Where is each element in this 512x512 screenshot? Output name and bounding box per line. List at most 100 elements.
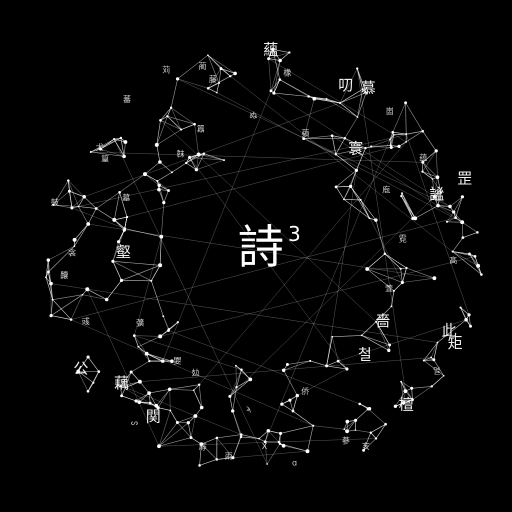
network-edge [162,90,272,362]
network-edge [180,123,195,130]
network-edge [124,217,128,229]
network-edge [160,120,377,322]
network-nodes [45,47,483,467]
network-node [330,134,334,138]
network-edge [337,360,348,370]
network-node [384,422,387,426]
network-node [167,189,170,192]
network-edge [148,392,157,406]
network-edge [113,138,268,465]
network-edge [422,162,433,180]
network-edge [177,415,196,423]
network-label: 矩 [448,334,463,352]
network-edge [435,150,438,178]
network-node [397,144,401,148]
network-edge [461,222,464,238]
network-edge [430,342,438,358]
network-edge [163,190,169,203]
network-node [162,315,165,318]
network-edge [292,410,314,426]
network-node [144,351,149,356]
network-edge [452,237,464,252]
network-node [338,101,342,105]
network-edge [292,395,298,412]
network-edge [393,133,407,136]
network-edge [346,420,356,432]
network-edge [460,307,467,320]
network-node [235,386,238,389]
network-edge [163,316,169,331]
network-edge [114,192,120,220]
network-node [278,58,282,63]
network-edge [375,424,386,439]
network-node [432,194,437,199]
network-edge [468,314,471,327]
network-label: 韎 [177,148,185,158]
network-edge [158,437,192,447]
network-node [169,409,172,412]
network-edge [405,102,407,135]
network-node [86,222,91,226]
network-node [400,194,403,198]
network-edge [400,268,403,283]
network-edge [326,98,341,104]
network-edge [177,415,196,423]
network-node [143,172,147,177]
network-node [199,405,204,410]
network-edge [207,68,222,89]
network-node [366,407,370,411]
network-node [354,168,359,172]
network-edge [350,170,357,187]
network-edge [71,217,456,320]
network-node [432,276,437,281]
network-node [448,204,452,209]
network-edge [50,299,53,316]
network-edge [462,232,478,238]
network-node [161,359,165,363]
network-edge [344,116,358,139]
network-node [45,276,47,279]
network-label: 犬 [96,142,104,152]
network-label: 藤 [209,74,217,84]
network-node [158,263,163,268]
network-edge [336,186,351,188]
network-node [375,320,378,323]
network-node [390,305,393,308]
network-node [288,398,292,402]
network-edge [343,199,370,219]
network-label: 夓 [173,355,181,365]
network-node [362,448,366,452]
network-node [460,195,464,199]
network-node [215,458,219,461]
network-edge [370,432,377,439]
network-edge [236,369,242,388]
network-edge [272,49,281,80]
network-label: 寰 [348,140,363,158]
network-node [280,402,284,406]
network-edge [390,132,394,146]
network-label: 霓 [399,235,407,244]
network-edge [199,459,217,466]
network-edge [78,196,85,207]
network-edge [68,180,85,198]
network-edge [220,68,482,275]
network-edge [207,55,220,84]
network-label: 叨 [338,76,353,94]
network-edge [350,170,357,187]
network-edge [368,408,386,425]
network-edge [415,205,439,219]
network-edge [114,219,125,229]
network-label: 彍 [136,318,144,328]
network-edge [391,290,395,307]
network-node [97,370,101,373]
network-edge [52,294,83,300]
network-node [356,116,359,118]
network-node [374,218,378,222]
network-edge [134,335,161,337]
network-edge [170,107,195,125]
network-edge [229,396,233,412]
network-node [158,334,163,339]
network-edge [289,400,294,412]
network-node [229,75,232,78]
network-edge [326,365,347,370]
